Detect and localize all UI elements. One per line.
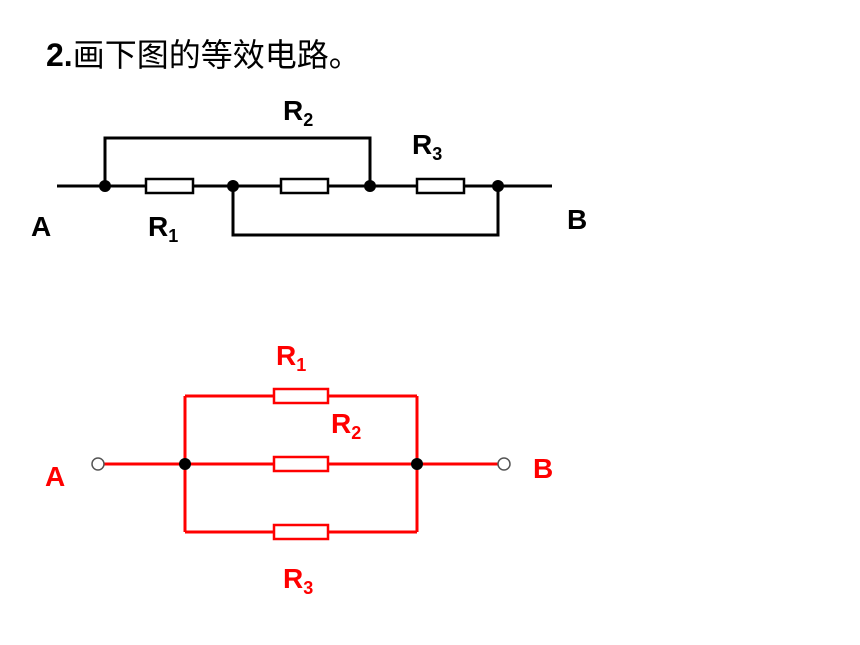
equivalent-circuit [104, 387, 498, 541]
eq-label-r1: R1 [276, 340, 306, 375]
eq-label-r3: R3 [283, 563, 313, 598]
top-bypass-wire [103, 136, 372, 186]
resistor-r2 [279, 177, 330, 195]
label-r3-sub: 3 [432, 144, 442, 164]
equivalent-terminals [91, 457, 511, 471]
terminal-b [497, 457, 511, 471]
eq-label-r3-sub: 3 [303, 578, 313, 598]
junction-dot [227, 180, 239, 192]
eq-resistor-r1 [272, 387, 330, 405]
label-a: A [31, 211, 51, 242]
label-r2-sub: 2 [303, 110, 313, 130]
eq-resistor-r3 [272, 523, 330, 541]
junction-dot [411, 458, 423, 470]
eq-label-r2: R2 [331, 408, 361, 443]
label-r2: R2 [283, 95, 313, 130]
terminal-a [91, 457, 105, 471]
question-number: 2. [46, 37, 73, 73]
original-labels: R2 R3 R1 A B [31, 95, 587, 246]
eq-label-r1-sub: 1 [296, 355, 306, 375]
question-title: 2.画下图的等效电路。 [46, 30, 361, 76]
question-text: 画下图的等效电路。 [72, 36, 361, 74]
label-b: B [567, 204, 587, 235]
resistor-r1 [144, 177, 195, 195]
label-r3: R3 [412, 129, 442, 164]
resistor-r3 [415, 177, 466, 195]
junction-dot [179, 458, 191, 470]
eq-label-a: A [45, 461, 65, 492]
original-circuit [57, 136, 552, 237]
eq-label-r2-sub: 2 [351, 423, 361, 443]
label-r1-sub: 1 [168, 226, 178, 246]
bottom-bypass-wire [231, 186, 500, 237]
original-junctions [99, 180, 504, 192]
junction-dot [99, 180, 111, 192]
eq-label-b: B [533, 453, 553, 484]
junction-dot [364, 180, 376, 192]
equivalent-labels: R1 R2 R3 A B [45, 340, 553, 598]
junction-dot [492, 180, 504, 192]
label-r1: R1 [148, 211, 178, 246]
eq-resistor-r2 [272, 455, 330, 473]
